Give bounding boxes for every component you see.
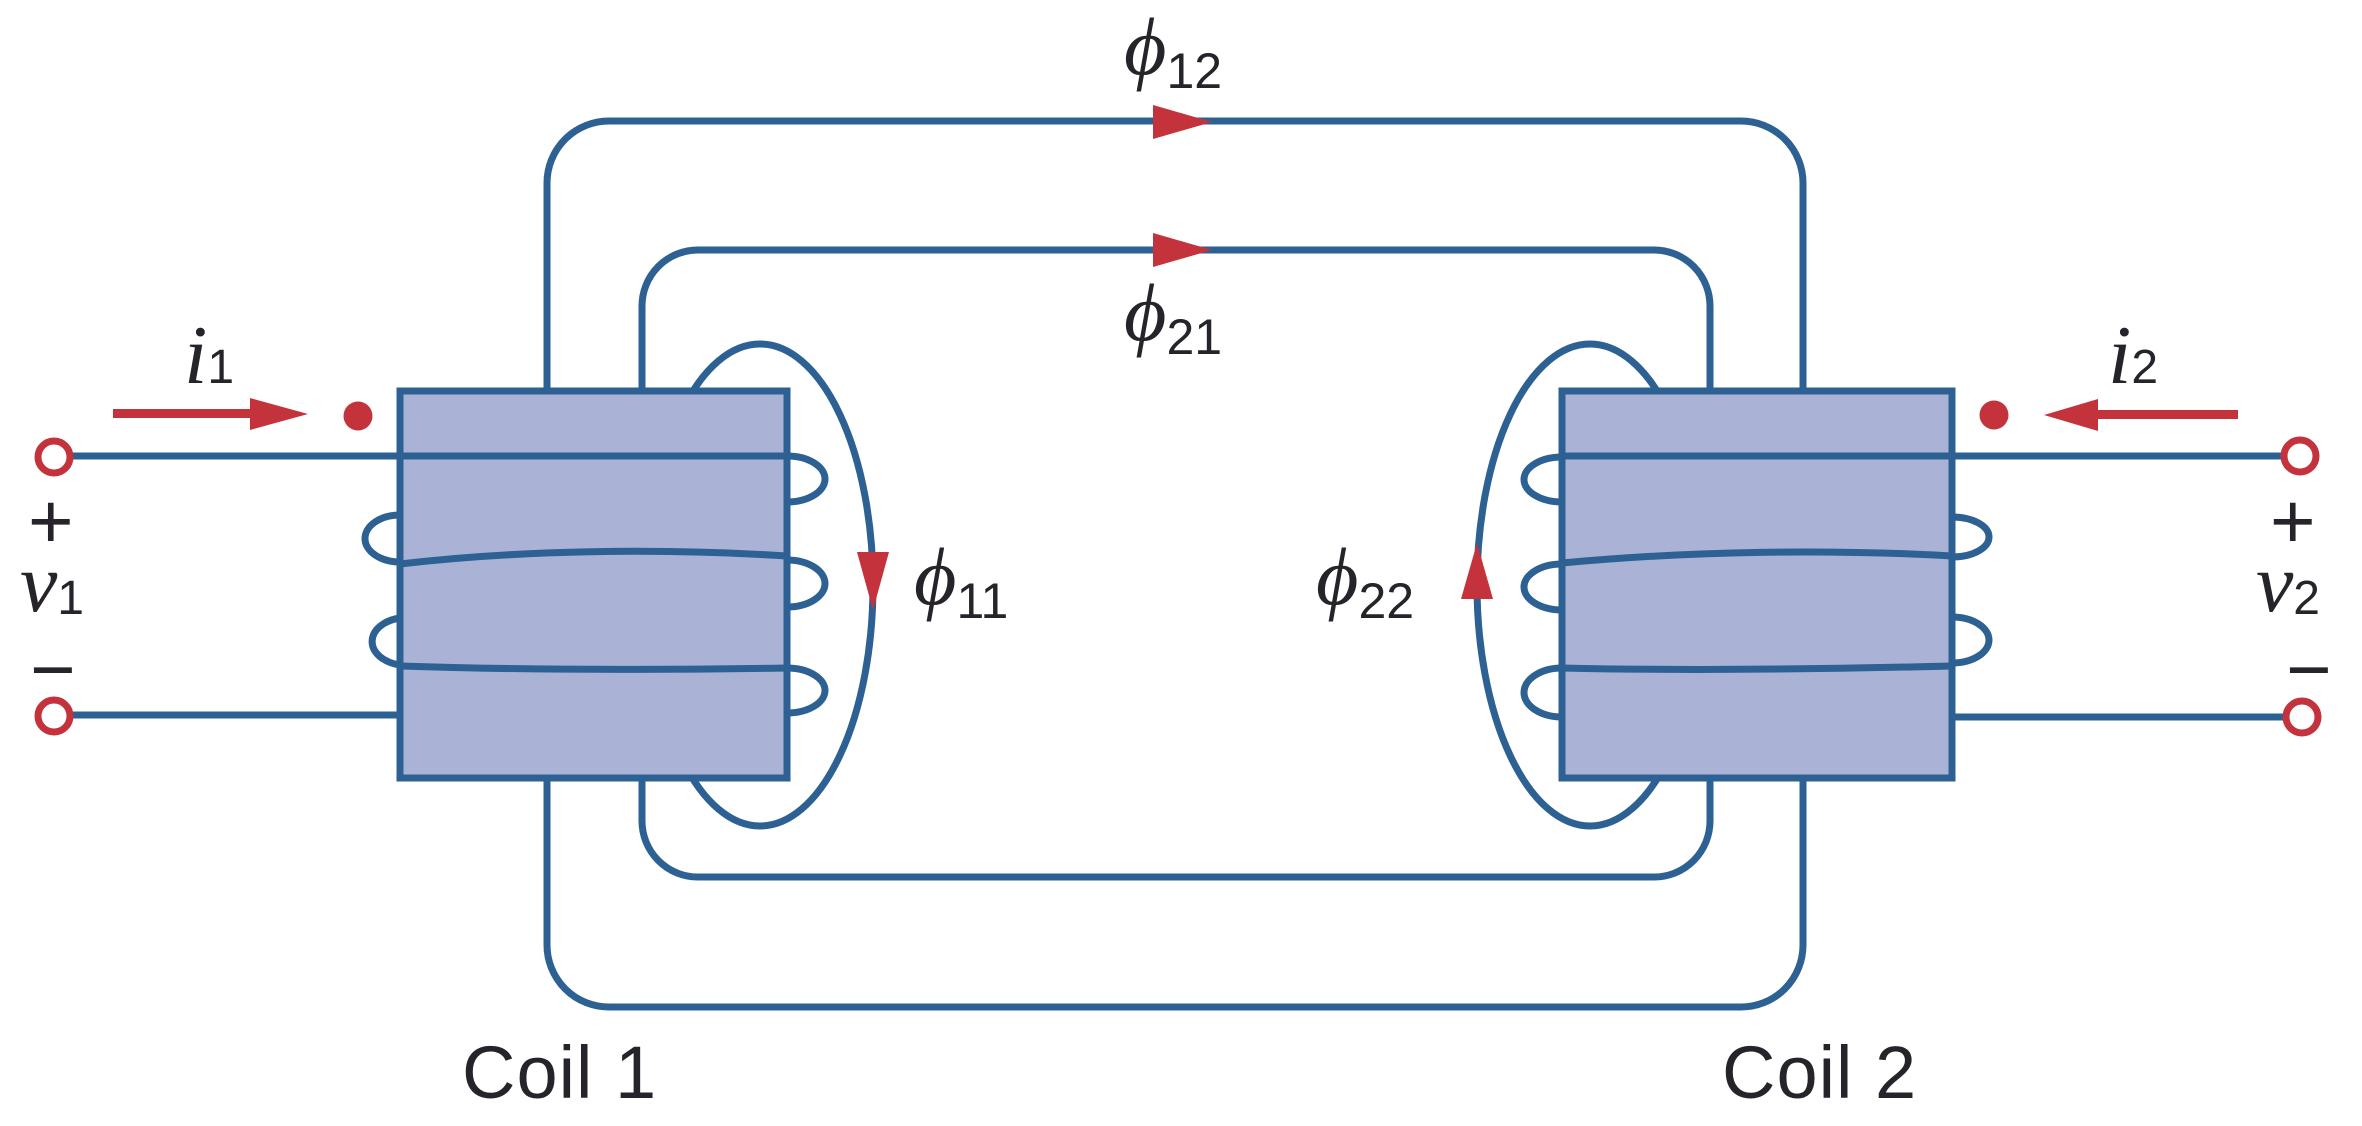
- coil1-turn-right-1: [786, 452, 829, 506]
- flux-phi22-up-arrow-icon: [1461, 543, 1493, 599]
- voltage2-subscript: 2: [2293, 572, 2320, 625]
- coil2-turn-right-2: [1951, 613, 1993, 667]
- flux22-subscript: 22: [1358, 573, 1415, 629]
- terminal-v1-minus: [34, 696, 74, 736]
- coil1-turn-right-3: [786, 664, 829, 717]
- current1-symbol: i: [184, 309, 208, 402]
- current-i2-arrow-icon: [2044, 399, 2238, 431]
- coil2-core: [1558, 387, 1956, 782]
- coil2-turn-line-3: [1561, 662, 1953, 673]
- coil2-turn-right-1: [1951, 513, 1993, 561]
- coil2-turn-line-2: [1561, 548, 1953, 567]
- flux11-subscript: 11: [956, 573, 1009, 629]
- current1-subscript: 1: [207, 341, 235, 394]
- coil2-turn-left-2: [1520, 560, 1563, 614]
- coil2-dot-marker-icon: [1979, 400, 2009, 430]
- flux21-symbol: ϕ: [1124, 267, 1167, 358]
- coil2-turn-left-3: [1520, 664, 1563, 721]
- coil2-winding: [1520, 452, 2286, 721]
- voltage1-symbol: v: [20, 537, 58, 630]
- flux11-symbol: ϕ: [914, 531, 957, 622]
- coil1-turn-left-1: [361, 511, 401, 566]
- terminal-v1-plus: [34, 437, 74, 477]
- v2-minus-sign: −: [2286, 625, 2332, 713]
- flux22-symbol: ϕ: [1316, 531, 1359, 622]
- v2-plus-sign: +: [2270, 477, 2316, 565]
- coil1-turn-right-2: [786, 556, 829, 611]
- terminal-v2-plus: [2280, 436, 2320, 476]
- v1-minus-sign: −: [30, 625, 76, 713]
- coil2-caption: Coil 2: [1722, 1031, 1918, 1114]
- current2-symbol: i: [2108, 309, 2132, 402]
- v1-plus-sign: +: [28, 477, 74, 565]
- flux-phi11-down-arrow-icon: [857, 552, 889, 610]
- coil1-caption: Coil 1: [462, 1031, 658, 1114]
- coil1-turn-left-2: [368, 614, 401, 669]
- flux12-symbol: ϕ: [1124, 1, 1167, 92]
- coil1-turn-line-2: [399, 547, 788, 568]
- flux12-subscript: 12: [1166, 43, 1223, 99]
- flux-phi21-arrow-icon: [1153, 233, 1212, 267]
- terminal-v2-minus: [2282, 697, 2322, 737]
- current-i1-arrow-icon: [113, 398, 308, 430]
- coil2-turn-left-1: [1520, 453, 1563, 506]
- voltage1-subscript: 1: [57, 572, 84, 625]
- voltage2-symbol: v: [2256, 537, 2294, 630]
- coil1-core: [396, 387, 791, 782]
- coil1-turn-line-3: [399, 662, 788, 673]
- flux21-subscript: 21: [1166, 309, 1223, 365]
- coil1-dot-marker-icon: [343, 401, 373, 431]
- coil1-winding: [70, 452, 829, 719]
- flux-phi12-arrow-icon: [1153, 105, 1212, 139]
- current2-subscript: 2: [2131, 341, 2159, 394]
